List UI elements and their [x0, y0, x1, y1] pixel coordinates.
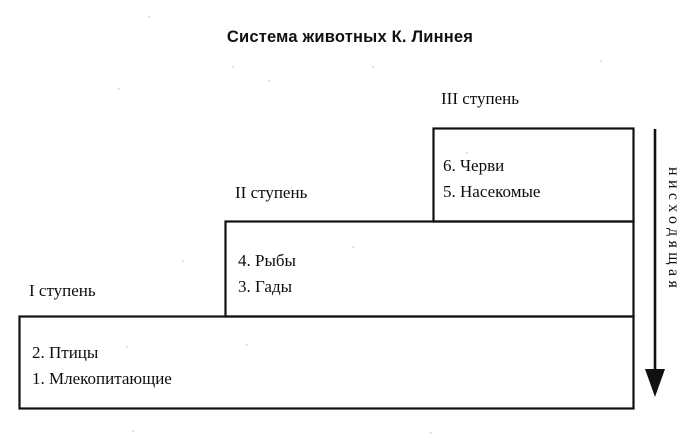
taxon-item: 1. Млекопитающие	[32, 369, 172, 388]
scan-speck	[232, 66, 234, 68]
step-3-taxa: 6. Черви 5. Насекомые	[443, 153, 540, 205]
scan-speck	[148, 16, 150, 18]
taxon-item: 3. Гады	[238, 277, 293, 296]
step-3-caption: III ступень	[441, 89, 519, 108]
step-1-taxa: 2. Птицы 1. Млекопитающие	[32, 340, 172, 392]
scan-speck	[268, 80, 270, 82]
scan-speck	[372, 66, 374, 68]
scan-speck	[132, 430, 134, 432]
scan-speck	[118, 88, 120, 90]
step-2-caption: II ступень	[235, 183, 308, 202]
scan-speck	[182, 260, 184, 262]
taxon-item: 4. Рыбы	[238, 251, 296, 270]
scan-speck	[430, 432, 432, 434]
diagram-title: Система животных К. Линнея	[226, 28, 474, 46]
taxon-item: 2. Птицы	[32, 343, 99, 362]
scan-speck	[352, 246, 354, 248]
scan-speck	[246, 344, 248, 346]
taxon-item: 6. Черви	[443, 156, 505, 175]
scan-speck	[600, 60, 602, 62]
taxon-item: 5. Насекомые	[443, 182, 541, 201]
step-1-caption: I ступень	[29, 281, 96, 300]
step-2-taxa: 4. Рыбы 3. Гады	[238, 248, 296, 300]
direction-label: нисходящая	[665, 167, 682, 293]
